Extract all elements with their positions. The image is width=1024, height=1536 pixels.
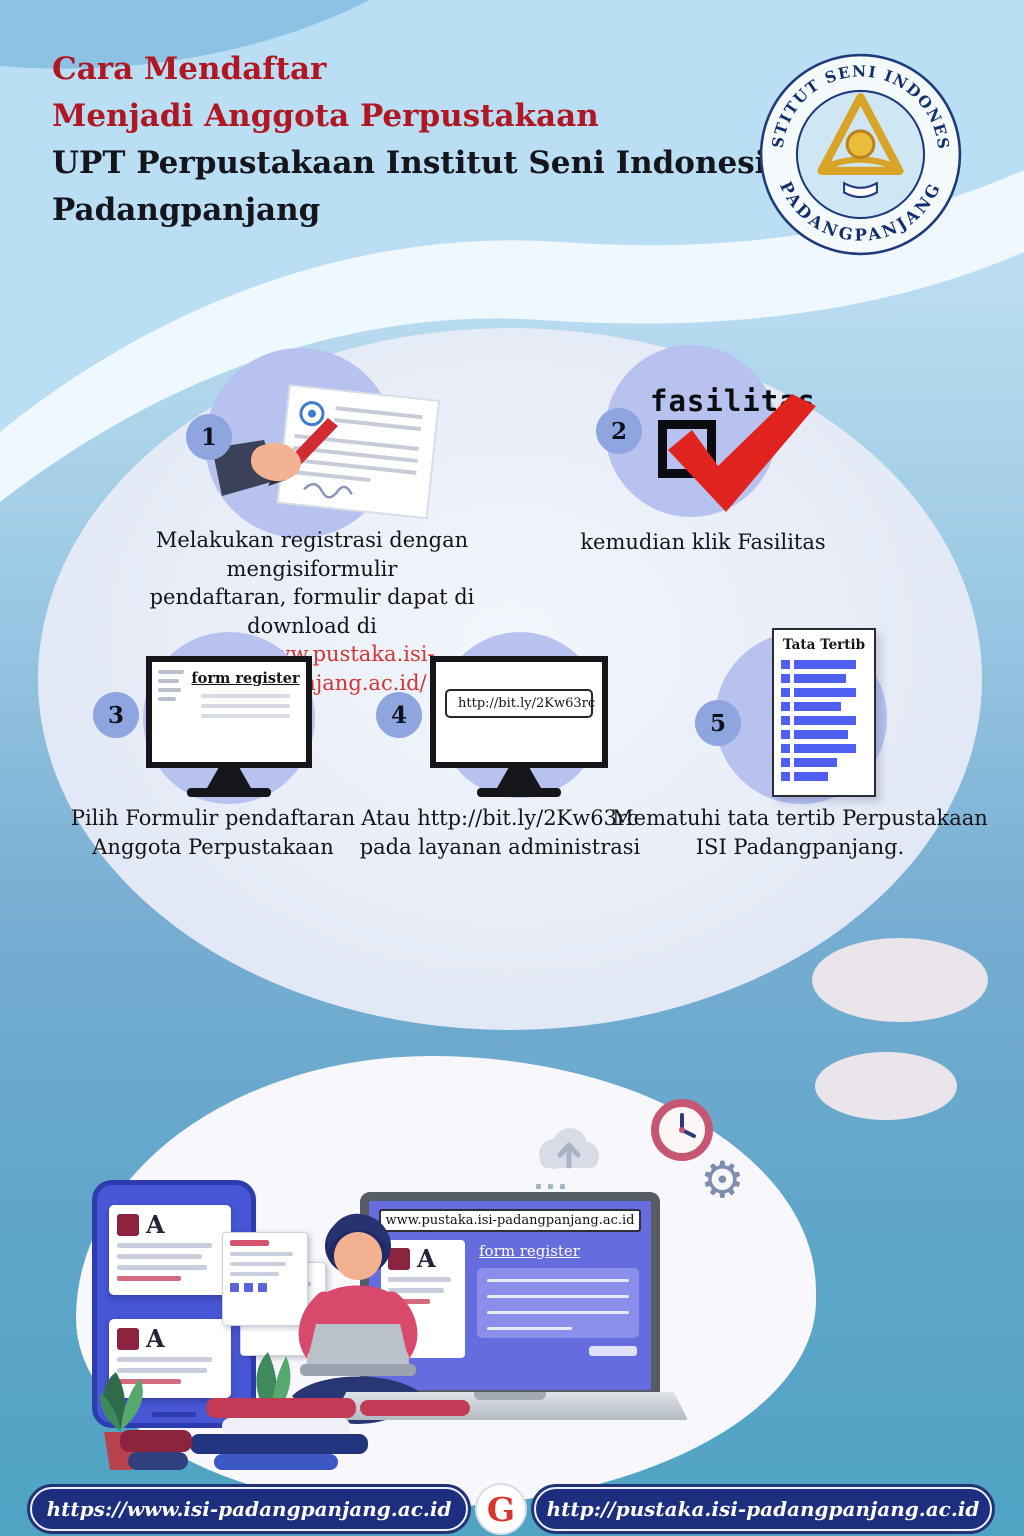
card-letter-2: A — [146, 1324, 165, 1353]
phone-home-bar — [152, 1412, 196, 1417]
red-checkmark-icon — [668, 394, 816, 512]
footer-link-pustaka-text: http://pustaka.isi-padangpanjang.ac.id — [546, 1497, 980, 1521]
institution-logo: INSTITUT SENI INDONESIA PADANGPANJANG — [758, 52, 962, 256]
book-blue — [214, 1454, 338, 1470]
book-white — [222, 1418, 350, 1434]
dots-decoration — [536, 1184, 565, 1189]
monitor-base-2 — [477, 788, 561, 797]
form-register-screen-title: form register — [191, 670, 300, 687]
form-fields — [477, 1268, 639, 1338]
monitor-search-bar: http://bit.ly/2Kw63rc — [445, 689, 596, 718]
bitly-monitor: http://bit.ly/2Kw63rc — [430, 656, 608, 768]
laptop-url-text: www.pustaka.isi-padangpanjang.ac.id — [385, 1213, 635, 1228]
tata-tertib-document: Tata Tertib — [772, 628, 876, 797]
step-4-caption: Atau http://bit.ly/2Kw63rc pada layanan … — [330, 804, 670, 861]
cloud-upload-icon — [539, 1128, 599, 1169]
title-line-3: UPT Perpustakaan Institut Seni Indonesia — [52, 145, 787, 182]
step-1-caption-line1: Melakukan registrasi dengan mengisiformu… — [155, 528, 469, 581]
title-line-1: Cara Mendaftar — [52, 51, 327, 87]
signing-form-illustration — [212, 384, 441, 520]
step-1-caption: Melakukan registrasi dengan mengisiformu… — [100, 526, 524, 697]
google-logo-icon[interactable]: G — [477, 1485, 525, 1533]
phone-card-2: A — [109, 1319, 231, 1398]
mini-document-front — [222, 1232, 308, 1326]
step-2-caption-line1: kemudian klik Fasilitas — [580, 530, 826, 554]
step-1-number-badge: 1 — [186, 414, 232, 460]
monitor-sidebar — [158, 670, 184, 724]
logo-emblem — [817, 93, 904, 199]
monitor-stand-2 — [497, 768, 541, 788]
person-illustration — [292, 1213, 424, 1424]
tata-tertib-title: Tata Tertib — [782, 637, 866, 653]
fasilitas-checkbox — [658, 420, 716, 478]
step-4-number: 4 — [390, 701, 407, 729]
thought-bubble-small — [815, 1052, 957, 1120]
book-navy — [190, 1434, 368, 1454]
bitly-url-text: http://bit.ly/2Kw63rc — [458, 696, 596, 711]
step-3-caption-line2: Anggota Perpustakaan — [92, 834, 334, 859]
step-5-caption-line1: Mematuhi tata tertib Perpustakaan — [612, 806, 988, 830]
member-photo-square-2 — [117, 1328, 139, 1350]
step-1-number: 1 — [200, 423, 217, 451]
phone-card-1: A — [109, 1205, 231, 1295]
monitor-base — [187, 788, 271, 797]
step-1-caption-line2: pendaftaran, formulir dapat di download … — [149, 585, 475, 638]
step-3-number-badge: 3 — [93, 692, 139, 738]
google-letter: G — [486, 1489, 516, 1529]
footer-link-isi-text: https://www.isi-padangpanjang.ac.id — [46, 1497, 452, 1521]
step-5-number-badge: 5 — [695, 700, 741, 746]
step-4-number-badge: 4 — [376, 692, 422, 738]
book-dark — [128, 1452, 188, 1470]
step-5-caption: Mematuhi tata tertib Perpustakaan ISI Pa… — [610, 804, 990, 861]
title-line-4: Padangpanjang — [52, 192, 321, 229]
laptop-card-letter: A — [417, 1244, 436, 1273]
step-4-caption-line2: pada layanan administrasi — [359, 834, 641, 859]
top-wave-decoration — [0, 0, 1024, 502]
book-red — [206, 1398, 356, 1418]
card-letter: A — [146, 1210, 165, 1239]
step-5-caption-line2: ISI Padangpanjang. — [695, 834, 905, 859]
step-3-caption: Pilih Formulir pendaftaran Anggota Perpu… — [28, 804, 398, 861]
gear-icon: ⚙ — [700, 1151, 745, 1209]
book-maroon — [120, 1430, 192, 1452]
laptop-form-register-label: form register — [479, 1242, 580, 1260]
title-line-2: Menjadi Anggota Perpustakaan — [52, 98, 599, 135]
clock-icon — [651, 1099, 713, 1161]
step-2-number-badge: 2 — [596, 408, 642, 454]
step-4-caption-line1: Atau http://bit.ly/2Kw63rc — [361, 806, 639, 830]
step-2-caption: kemudian klik Fasilitas — [548, 528, 858, 557]
book-red-right — [360, 1400, 470, 1416]
step-2-number: 2 — [610, 417, 627, 445]
laptop-card-photo — [388, 1248, 410, 1270]
laptop-screen: www.pustaka.isi-padangpanjang.ac.id A fo… — [360, 1192, 660, 1394]
laptop-url-bar: www.pustaka.isi-padangpanjang.ac.id — [379, 1209, 641, 1232]
step-3-caption-line1: Pilih Formulir pendaftaran — [70, 806, 356, 830]
step-3-number: 3 — [107, 701, 124, 729]
laptop-form-panel: form register — [477, 1240, 639, 1358]
footer-link-pustaka[interactable]: http://pustaka.isi-padangpanjang.ac.id — [534, 1487, 992, 1531]
thought-bubble-mid — [812, 938, 988, 1022]
header-title-block: Cara Mendaftar Menjadi Anggota Perpustak… — [52, 46, 787, 234]
footer-link-isi[interactable]: https://www.isi-padangpanjang.ac.id — [30, 1487, 468, 1531]
step-5-number: 5 — [709, 709, 726, 737]
form-submit-button-shape — [589, 1346, 637, 1356]
form-register-monitor: form register — [146, 656, 312, 768]
member-photo-square — [117, 1214, 139, 1236]
monitor-stand — [207, 768, 251, 788]
